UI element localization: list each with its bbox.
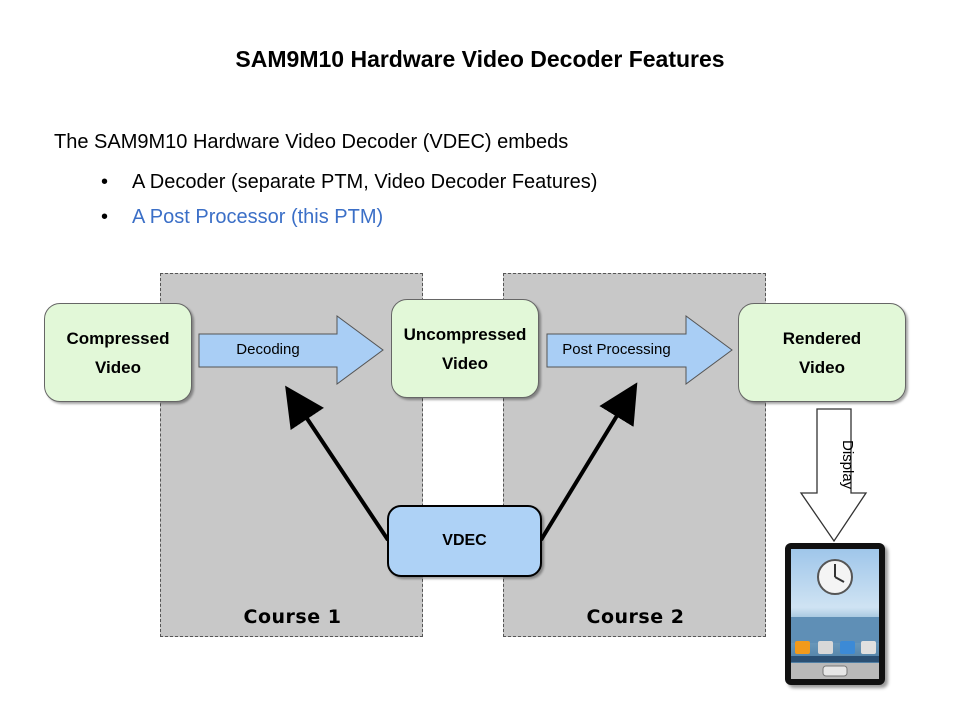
bullet-text: A Decoder (separate PTM, Video Decoder F… [132, 171, 598, 193]
app-icon [818, 641, 833, 654]
bullet-item-decoder: • A Decoder (separate PTM, Video Decoder… [101, 171, 721, 195]
tablet-home-screen [791, 559, 879, 679]
tablet-device-icon [785, 543, 885, 685]
app-icon [861, 641, 876, 654]
bullet-item-post-processor: • A Post Processor (this PTM) [101, 206, 721, 230]
bullet-symbol: • [101, 206, 109, 228]
decoding-arrow [198, 315, 384, 385]
app-icon [795, 641, 810, 654]
bullet-symbol: • [101, 171, 109, 193]
course-2-label: Course 2 [586, 606, 685, 628]
app-icon [840, 641, 855, 654]
post-processing-label: Post Processing [562, 341, 671, 358]
intro-text: The SAM9M10 Hardware Video Decoder (VDEC… [54, 131, 569, 153]
rendered-video-node: Rendered Video [738, 303, 906, 402]
vdec-to-post-processing-arrow [539, 382, 638, 542]
course-1-label: Course 1 [243, 606, 342, 628]
compressed-video-node: Compressed Video [44, 303, 192, 402]
display-arrow [799, 408, 868, 543]
decoding-label: Decoding [236, 341, 300, 358]
vdec-node: VDEC [387, 505, 542, 577]
uncompressed-video-node: Uncompressed Video [391, 299, 539, 398]
display-label: Display [839, 440, 856, 490]
vdec-to-decoding-arrow [285, 385, 390, 542]
bullet-text: A Post Processor (this PTM) [132, 206, 384, 228]
slide-title: SAM9M10 Hardware Video Decoder Features [235, 46, 725, 72]
tablet-screen [791, 549, 879, 679]
post-processing-arrow [546, 315, 733, 385]
